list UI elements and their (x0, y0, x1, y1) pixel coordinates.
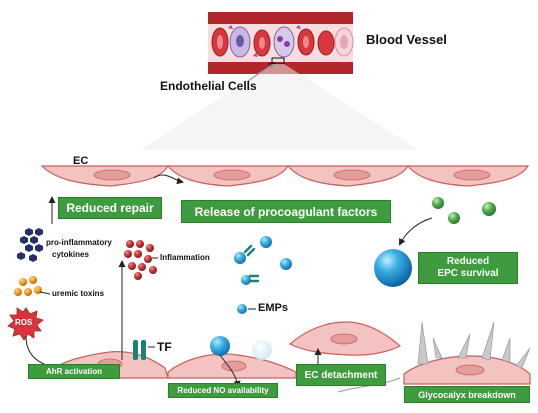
uremic-toxin-dots (14, 276, 42, 296)
tissue-factor (133, 340, 155, 360)
reduced-repair-box: Reduced repair (58, 197, 162, 219)
ros-label: ROS (15, 318, 33, 327)
endothelial-monolayer (40, 165, 530, 187)
reduced-epc-box: Reduced EPC survival (418, 252, 518, 284)
inflammation-label: Inflammation (160, 253, 210, 262)
blood-vessel-label: Blood Vessel (366, 32, 447, 47)
epc-dots (432, 197, 496, 224)
ahr-activation-box: AhR activation (28, 364, 120, 379)
reduced-epc-line1: Reduced (446, 256, 490, 267)
toxin-leader (39, 291, 51, 295)
microparticles (234, 236, 292, 314)
ros-burst (7, 307, 44, 341)
ec-label: EC (73, 155, 89, 167)
procoagulant-box: Release of procoagulant factors (181, 200, 391, 223)
glycocalyx-box: Glycocalyx breakdown (404, 386, 530, 403)
endothelial-cells-label: Endothelial Cells (160, 79, 257, 93)
ec-detachment-box: EC detachment (296, 364, 386, 386)
cytokine-hexagons (17, 228, 43, 262)
inflammation-dots (124, 240, 157, 280)
reduced-no-box: Reduced NO availability (168, 383, 278, 398)
reduced-epc-line2: EPC survival (437, 268, 499, 279)
no-particle-faded (252, 340, 272, 360)
blood-vessel (208, 12, 354, 74)
epc-arrow (399, 217, 433, 246)
pro-inflammatory-label: pro-inflammatory (46, 238, 112, 247)
emps-label: EMPs (258, 302, 288, 314)
zoom-projection (140, 64, 418, 150)
cytokines-label: cytokines (52, 250, 89, 259)
tf-label: TF (157, 340, 172, 354)
glycocalyx-spikes (417, 321, 531, 369)
epc-cell (374, 249, 412, 287)
repair-arrow (153, 174, 184, 185)
no-particle (210, 336, 230, 356)
uremic-toxins-label: uremic toxins (52, 289, 105, 298)
